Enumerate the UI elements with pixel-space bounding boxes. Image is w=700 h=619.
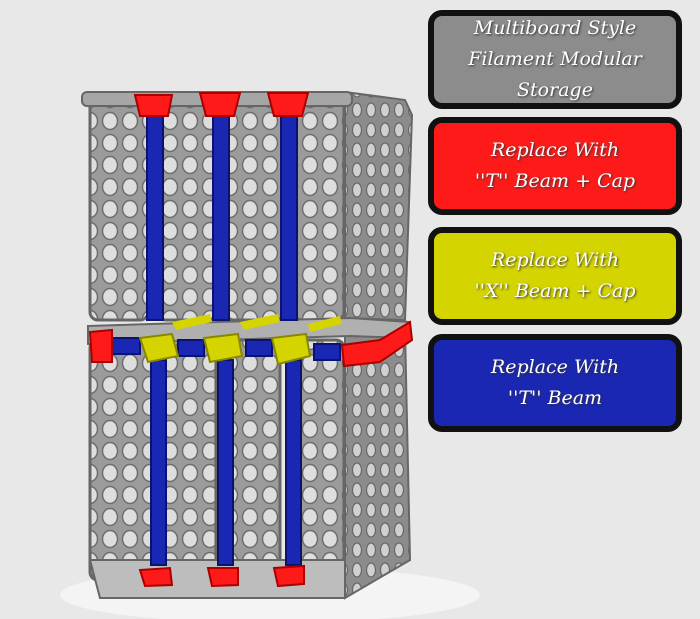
legend-blue-box: Replace With ''T'' Beam [428,334,682,432]
legend-yellow-box: Replace With ''X'' Beam + Cap [428,227,682,325]
legend-title-box: Multiboard Style Filament Modular Storag… [428,10,682,109]
top-module [81,91,353,322]
legend-red-line1: Replace With [490,139,620,161]
legend-red-line2: ''T'' Beam + Cap [474,170,636,192]
legend-title-line1: Multiboard Style [473,17,637,39]
side-panel-bottom [344,328,412,600]
legend-red-box: Replace With ''T'' Beam + Cap [428,117,682,215]
legend-blue-line2: ''T'' Beam [507,387,603,409]
side-panel-top [344,90,414,322]
red-caps [88,92,414,588]
legend-yellow-line1: Replace With [490,249,620,271]
yellow-caps [138,314,342,366]
legend-yellow-line2: ''X'' Beam + Cap [474,280,636,302]
legend-title-line2: Filament Modular Storage [468,48,642,101]
legend-blue-line1: Replace With [490,356,620,378]
